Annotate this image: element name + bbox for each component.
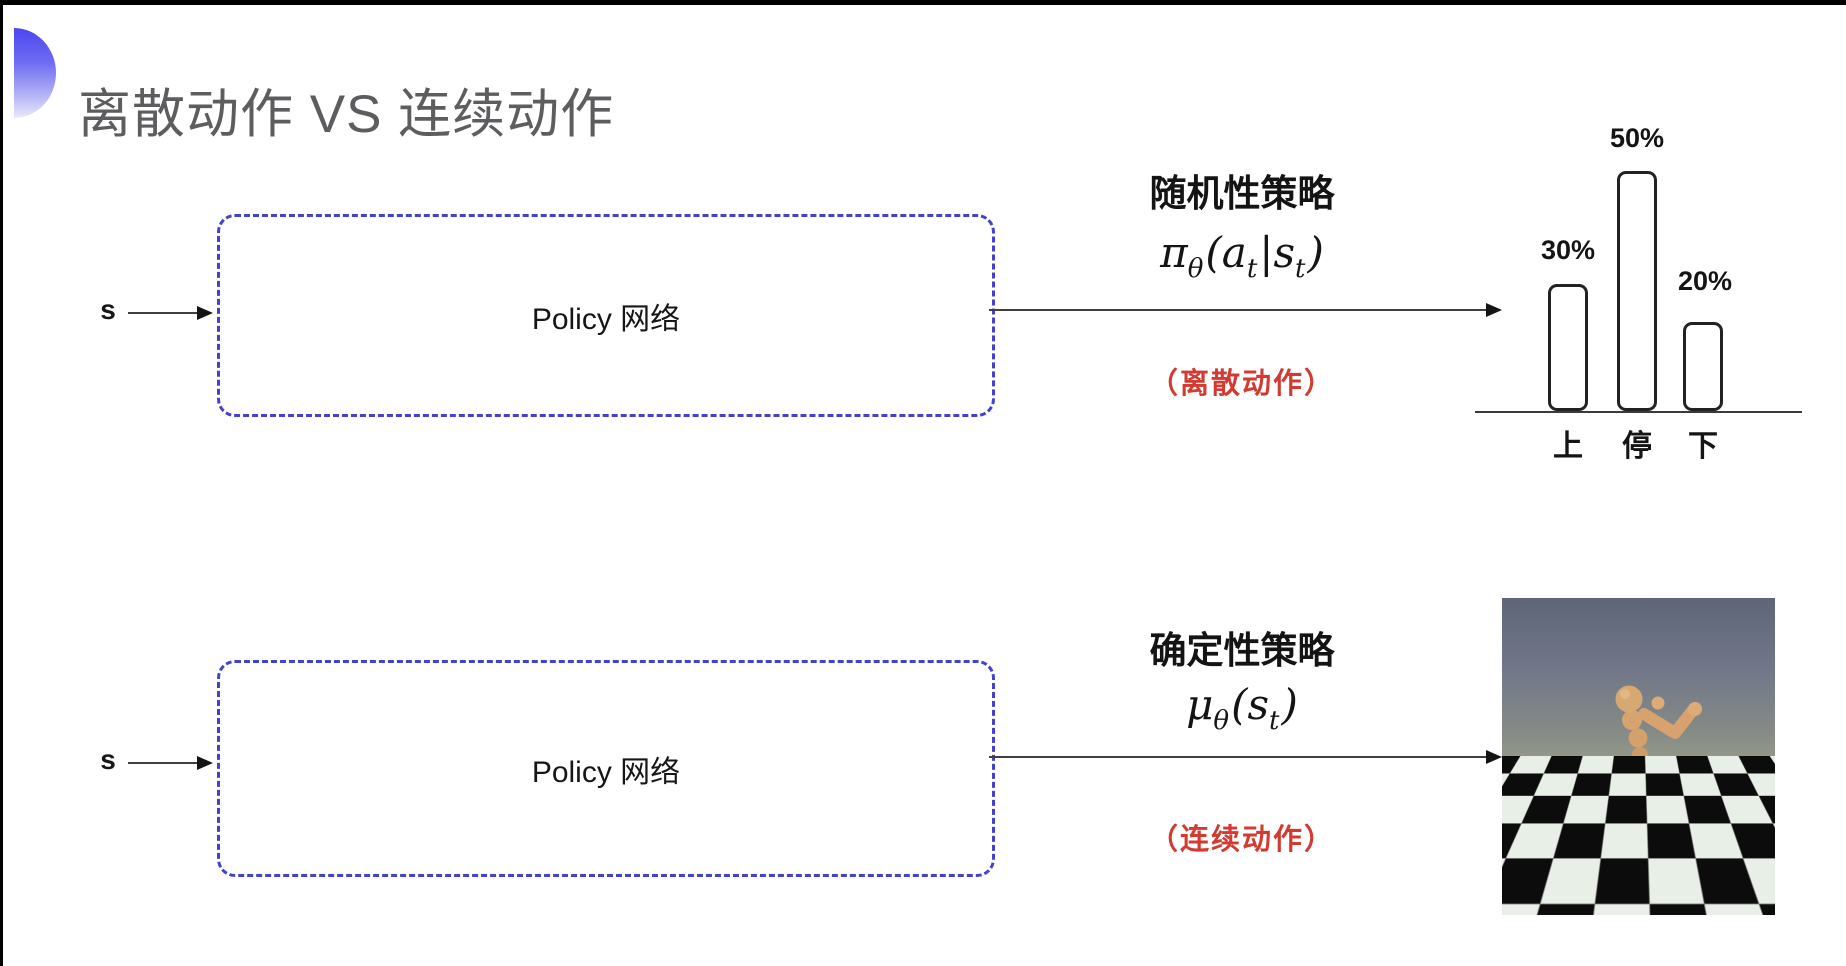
- bar-value-label: 50%: [1609, 123, 1665, 153]
- humanoid-robot-figure: [1586, 685, 1702, 869]
- policy-network-box-bottom: Policy 网络: [217, 660, 995, 877]
- title-bullet-decoration: [14, 28, 56, 118]
- output-arrow-top: [989, 303, 1502, 317]
- policy-type-title-top: 随机性策略: [1149, 173, 1335, 214]
- input-arrow-bottom: [128, 756, 213, 770]
- policy-network-label-bottom: Policy 网络: [531, 755, 681, 789]
- slide-title: 离散动作 VS 连续动作: [78, 84, 615, 144]
- bar-category-label: 下: [1688, 430, 1718, 463]
- bar-stop: [1617, 171, 1657, 411]
- action-probability-bar-chart: 30% 50% 20% 上 停 下: [1475, 105, 1820, 470]
- action-note-top: （离散动作）: [1148, 368, 1335, 400]
- humanoid-robot-illustration: [1502, 598, 1775, 915]
- state-input-label-top: s: [100, 294, 116, 325]
- top-border-line: [0, 0, 1846, 5]
- policy-network-label-top: Policy 网络: [531, 302, 681, 336]
- action-note-bottom: （连续动作）: [1148, 824, 1335, 856]
- bar-down: [1683, 322, 1723, 411]
- stochastic-policy-formula: πθ(at|st): [1160, 228, 1324, 284]
- bar-value-label: 30%: [1540, 235, 1596, 265]
- bar-up: [1548, 284, 1588, 411]
- chart-baseline: [1475, 411, 1802, 413]
- policy-network-box-top: Policy 网络: [217, 214, 995, 417]
- state-input-label-bottom: s: [100, 744, 116, 775]
- bar-category-label: 上: [1553, 430, 1583, 463]
- policy-type-title-bottom: 确定性策略: [1149, 630, 1335, 671]
- deterministic-policy-formula: μθ(st): [1186, 680, 1298, 736]
- bar-value-label: 20%: [1677, 266, 1733, 296]
- blue-half-circle-icon: [14, 28, 56, 118]
- bar-category-label: 停: [1622, 430, 1652, 463]
- input-arrow-top: [128, 306, 213, 320]
- left-border-line: [0, 0, 3, 966]
- output-arrow-bottom: [989, 750, 1502, 764]
